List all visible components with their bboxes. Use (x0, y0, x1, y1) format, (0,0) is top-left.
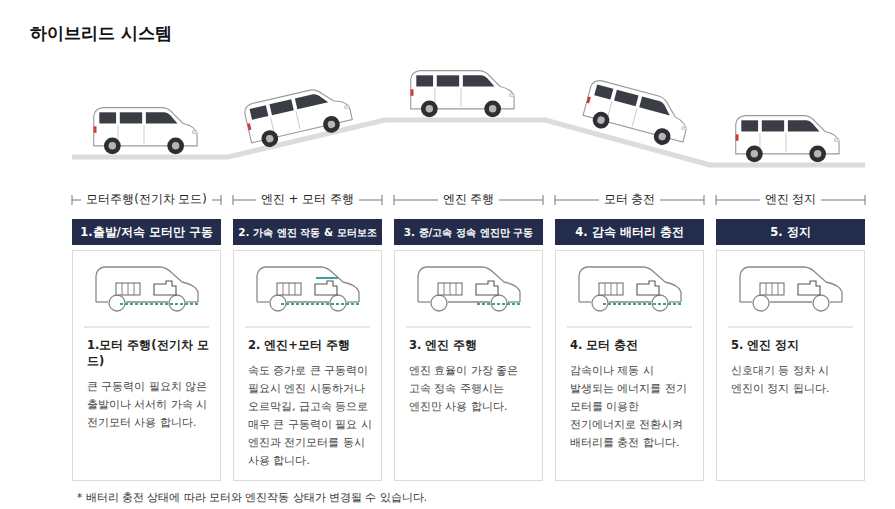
stage-title: 5. 엔진 정지 (731, 337, 856, 353)
car (94, 108, 197, 155)
stage-header: 2. 가속 엔진 작동 & 모터보조 (233, 219, 382, 245)
car (411, 71, 514, 118)
stage-description: 큰 구동력이 필요치 않은 출발이나 서서히 가속 시 전기모터 사용 합니다. (87, 378, 212, 432)
stage-description: 감속이나 제동 시 발생되는 에너지를 전기 모터를 이용한 전기에너지로 전환… (570, 362, 695, 452)
stage-label: 엔진 + 모터 주행 (256, 192, 359, 206)
stage-label: 엔진 정지 (760, 192, 822, 206)
stage-card: 2. 엔진+모터 주행속도 증가로 큰 구동력이 필요시 엔진 시동하거나 오르… (233, 250, 382, 481)
stage-title: 1.출발/저속 모터만 구동 (76, 219, 217, 245)
stage-label: 엔진 주행 (438, 192, 500, 206)
car (243, 82, 354, 151)
title: 하이브리드 시스템 (30, 22, 172, 45)
stage-card: 5. 엔진 정지신호대기 등 정차 시 엔진이 정지 됩니다. (716, 250, 865, 481)
stage-title: 1.모터 주행(전기차 모드) (87, 337, 212, 369)
stage-description: 속도 증가로 큰 구동력이 필요시 엔진 시동하거나 오르막길, 급고속 등으로… (248, 362, 373, 470)
stage-title: 4. 모터 충전 (570, 337, 695, 353)
stage-title: 3. 엔진 주행 (409, 337, 534, 353)
divider (84, 327, 853, 328)
stage-title: 5. 정지 (720, 219, 861, 245)
stage-card: 3. 엔진 주행엔진 효율이 가장 좋은 고속 정속 주행시는 엔진만 사용 합… (394, 250, 543, 481)
stage-title: 2. 엔진+모터 주행 (248, 337, 373, 353)
stage-title: 3. 중/고속 정속 엔진만 구동 (398, 219, 539, 245)
stage-header: 1.출발/저속 모터만 구동 (72, 219, 221, 245)
stage-title: 4. 감속 배터리 충전 (559, 219, 700, 245)
footnote: * 배터리 충전 상태에 따라 모터와 엔진작동 상태가 변경될 수 있습니다. (72, 491, 432, 503)
drive-icon (96, 267, 842, 311)
stage-header: 3. 중/고속 정속 엔진만 구동 (394, 219, 543, 245)
stage-description: 엔진 효율이 가장 좋은 고속 정속 주행시는 엔진만 사용 합니다. (409, 362, 534, 416)
stage-card: 4. 모터 충전감속이나 제동 시 발생되는 에너지를 전기 모터를 이용한 전… (555, 250, 704, 481)
stage-header: 5. 정지 (716, 219, 865, 245)
stage-label: 모터주행(전기차 모드) (81, 192, 212, 206)
stage-card: 1.모터 주행(전기차 모드) 큰 구동력이 필요치 않은 출발이나 서서히 가속… (72, 250, 221, 481)
car (736, 116, 839, 163)
stage-label: 모터 충전 (599, 192, 661, 206)
stage-title: 2. 가속 엔진 작동 & 모터보조 (237, 219, 378, 245)
car (581, 78, 693, 150)
stage-description: 신호대기 등 정차 시 엔진이 정지 됩니다. (731, 362, 856, 398)
stage-header: 4. 감속 배터리 충전 (555, 219, 704, 245)
